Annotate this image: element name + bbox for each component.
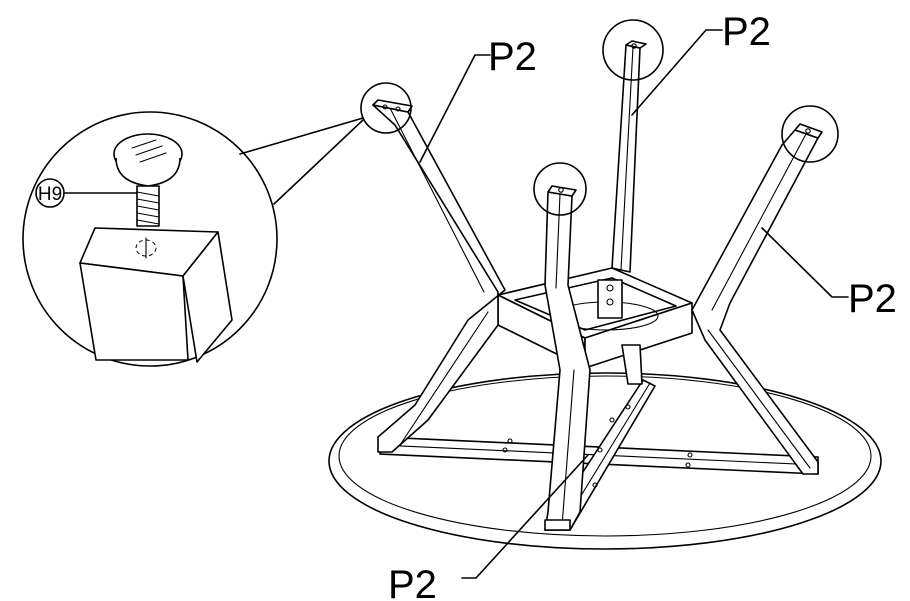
glide-label: H9 [35, 178, 138, 208]
leg-label-back: P2 [722, 10, 771, 54]
apron-frame [497, 267, 693, 385]
leg-label-right: P2 [848, 277, 897, 321]
glide-part-label: H9 [38, 184, 62, 205]
leg-label-front: P2 [388, 563, 437, 601]
leg-front [544, 185, 591, 531]
leg-label-back-left: P2 [488, 35, 537, 79]
leg-back-left [372, 99, 506, 453]
leg-back [611, 40, 647, 273]
leg-right [691, 123, 823, 475]
table-top [328, 372, 882, 550]
magnified-leg [79, 227, 233, 363]
detail-callout: H9 [22, 111, 364, 367]
leader-lines [419, 29, 849, 579]
leg-end-highlights [360, 19, 839, 216]
glide-foot-icon [113, 133, 183, 227]
